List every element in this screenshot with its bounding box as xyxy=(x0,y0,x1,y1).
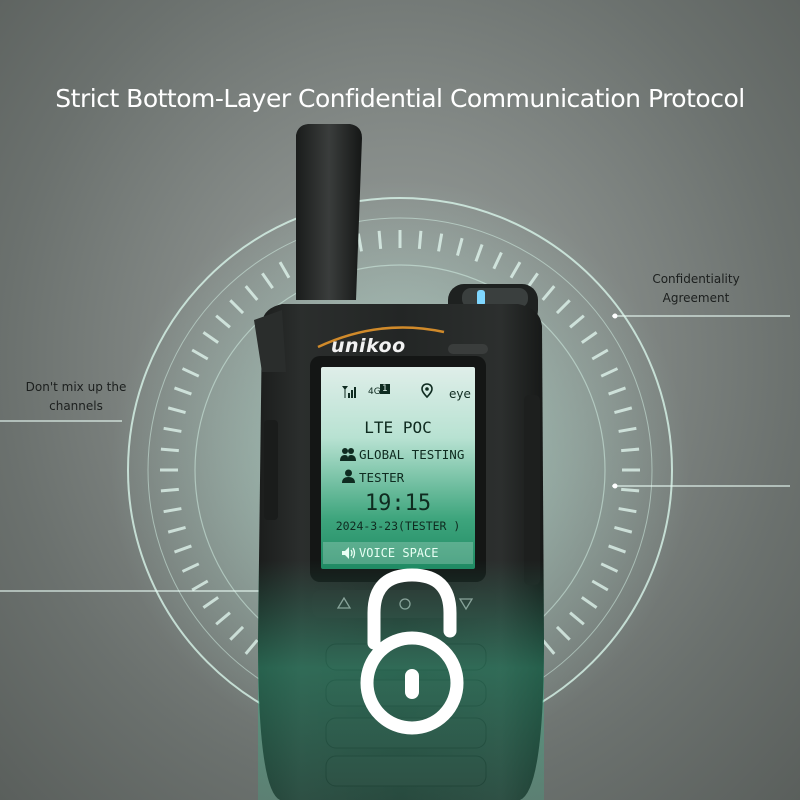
tick-mark xyxy=(215,314,231,329)
side-button-right xyxy=(524,395,540,585)
voice-bar xyxy=(323,542,473,564)
tick-mark xyxy=(191,579,209,592)
network-type: 4G xyxy=(368,387,381,397)
tick-mark xyxy=(492,251,503,270)
headline: Strict Bottom-Layer Confidential Communi… xyxy=(55,84,745,113)
callout-line-1: Don't mix up the xyxy=(25,380,127,394)
location-pin-icon xyxy=(421,383,433,399)
tick-mark xyxy=(618,426,637,433)
tick-mark xyxy=(181,367,200,378)
brand-swoosh xyxy=(317,326,445,349)
tick-mark xyxy=(621,447,640,453)
status-bar: 4G 1 eye xyxy=(321,367,475,403)
tick-mark xyxy=(509,261,522,279)
tick-mark xyxy=(202,596,220,609)
tick-mark xyxy=(541,285,556,301)
tick-mark xyxy=(417,230,423,249)
device-screen: 4G 1 eye LTE POC GLOBAL TESTING TESTER 1… xyxy=(321,367,475,569)
tick-mark xyxy=(591,348,609,361)
tick-mark xyxy=(191,348,209,361)
knob-indicator xyxy=(477,290,485,306)
tick-mark xyxy=(608,544,627,554)
callout-channels: Don't mix up the channels xyxy=(16,378,136,416)
tick-mark xyxy=(621,487,640,493)
callout-lines xyxy=(0,315,790,592)
tick-mark xyxy=(160,487,179,493)
voice-label: VOICE SPACE xyxy=(359,546,439,560)
tick-mark xyxy=(244,285,259,301)
tick-mark xyxy=(167,406,186,414)
tick-mark xyxy=(580,596,598,609)
tick-mark xyxy=(244,639,259,655)
green-tint xyxy=(258,560,544,800)
tick-mark xyxy=(555,299,571,315)
tick-mark xyxy=(614,406,633,414)
clock-date: 2024-3-23(TESTER ) xyxy=(335,519,461,533)
tick-mark xyxy=(569,611,585,626)
sim-slot: 1 xyxy=(380,384,390,394)
tick-mark xyxy=(278,261,291,279)
tick-mark xyxy=(474,243,484,262)
tick-mark xyxy=(600,562,619,573)
tick-mark xyxy=(600,367,619,378)
callout-dot xyxy=(612,483,618,489)
tick-mark xyxy=(163,507,182,514)
tick-mark xyxy=(614,526,633,534)
speaker-icon xyxy=(342,547,356,559)
tick-mark xyxy=(173,544,192,554)
tick-mark xyxy=(456,237,464,256)
tick-mark xyxy=(160,447,179,453)
callout-dot xyxy=(612,313,618,319)
callout-line-1: Confidentiality xyxy=(652,272,740,286)
user-icon xyxy=(342,469,355,483)
callout-line-2: Agreement xyxy=(662,291,730,305)
group-name: GLOBAL TESTING xyxy=(359,447,465,462)
signal-icon xyxy=(342,386,356,398)
speaker-slot xyxy=(448,344,488,354)
tick-mark xyxy=(215,611,231,626)
tick-mark xyxy=(437,233,444,252)
tick-mark xyxy=(580,331,598,344)
tick-mark xyxy=(608,386,627,396)
tick-mark xyxy=(555,625,571,641)
user-name: TESTER xyxy=(359,470,405,485)
callout-confidentiality: Confidentiality Agreement xyxy=(644,270,748,308)
padlock-icon xyxy=(360,568,464,735)
callout-line-2: channels xyxy=(49,399,103,413)
tick-mark xyxy=(181,562,200,573)
tick-mark xyxy=(377,230,383,249)
tick-mark xyxy=(229,299,245,315)
tick-mark xyxy=(167,526,186,534)
clock-time: 19:15 xyxy=(364,491,432,516)
mode-label: LTE POC xyxy=(364,418,432,437)
tick-mark xyxy=(261,272,274,290)
tick-mark xyxy=(356,233,363,252)
tick-mark xyxy=(591,579,609,592)
antenna xyxy=(296,124,362,300)
clip-lip xyxy=(254,310,286,372)
group-icon xyxy=(340,448,356,461)
tick-mark xyxy=(618,507,637,514)
tick-mark xyxy=(229,625,245,641)
eye-label: eye xyxy=(449,387,471,401)
tick-mark xyxy=(202,331,220,344)
tick-mark xyxy=(163,426,182,433)
tick-mark xyxy=(173,386,192,396)
tick-mark xyxy=(541,639,556,655)
side-button xyxy=(264,420,278,520)
tick-mark xyxy=(569,314,585,329)
brand-logo: unikoo xyxy=(331,335,406,357)
